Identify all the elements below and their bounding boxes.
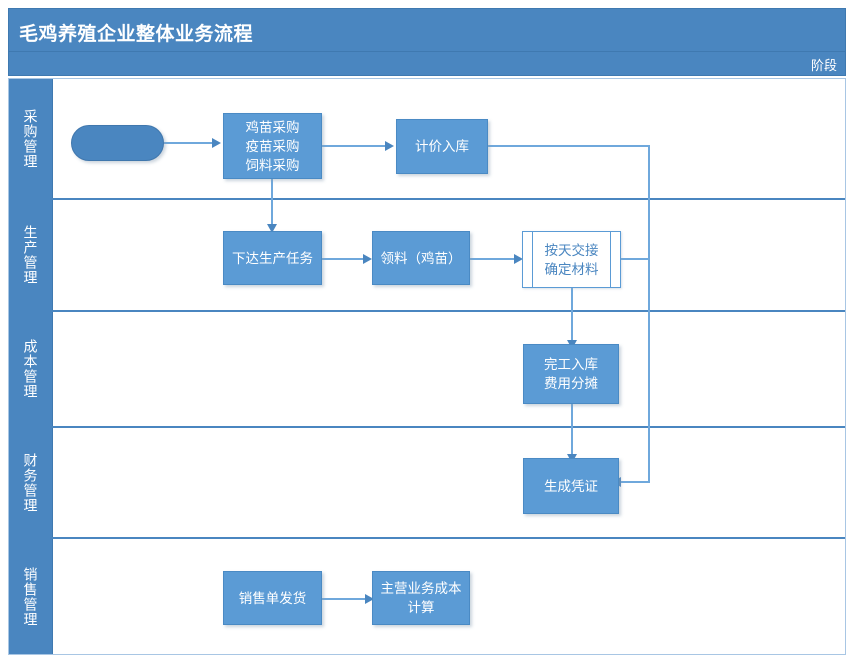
lane-header-cost: 成本管理 (9, 312, 53, 426)
node-purchase-label: 鸡苗采购 疫苗采购 饲料采购 (245, 119, 300, 173)
node-main-cost-calc[interactable]: 主营业务成本 计算 (372, 571, 470, 625)
connector-shipment-to-costcalc (322, 598, 366, 600)
node-purchase[interactable]: 鸡苗采购 疫苗采购 饲料采购 (223, 113, 322, 179)
arrowhead-issue-to-pick (363, 254, 372, 264)
phase-label: 阶段 (810, 58, 837, 73)
page-title: 毛鸡养殖企业整体业务流程 (19, 24, 254, 45)
node-valuation-in[interactable]: 计价入库 (396, 119, 488, 174)
connector-handover-to-finish (571, 288, 573, 344)
connector-issue-to-pick (322, 258, 364, 260)
connector-right-bus (648, 145, 650, 482)
lane-header-purchasing: 采购管理 (9, 79, 53, 198)
swimlane-purchasing: 采购管理 (9, 79, 845, 200)
swimlane-finance: 财务管理 (9, 428, 845, 539)
lane-label-finance: 财务管理 (22, 452, 39, 513)
lane-header-finance: 财务管理 (9, 428, 53, 537)
node-valuation-in-label: 计价入库 (415, 139, 469, 154)
arrowhead-shipment-to-costcalc (365, 594, 374, 604)
node-generate-voucher-label: 生成凭证 (544, 478, 598, 494)
node-finish-in-apportion-label: 完工入库 费用分摊 (544, 357, 598, 391)
arrowhead-pick-to-handover (514, 254, 523, 264)
node-issue-task[interactable]: 下达生产任务 (223, 231, 322, 285)
connector-purchase-to-issue-task (271, 178, 273, 228)
node-main-cost-calc-label: 主营业务成本 计算 (380, 581, 462, 615)
lane-label-purchasing: 采购管理 (22, 108, 39, 169)
node-sales-shipment-label: 销售单发货 (238, 590, 307, 606)
phase-bar: 阶段 (8, 52, 846, 76)
swimlane-cost: 成本管理 (9, 312, 845, 428)
lane-header-production: 生产管理 (9, 200, 53, 310)
arrowhead-purchase-to-issue-task (267, 224, 277, 233)
connector-finish-to-voucher (571, 404, 573, 458)
swimlane-production: 生产管理 (9, 200, 845, 312)
connector-purchase-to-valuation (322, 145, 386, 147)
connector-start-to-purchase (164, 142, 214, 144)
node-daily-handover-label: 按天交接 确定材料 (544, 242, 599, 277)
node-daily-handover[interactable]: 按天交接 确定材料 (522, 231, 621, 288)
connector-valuation-to-bus (488, 145, 650, 147)
node-pick-material-label: 领料（鸡苗） (380, 250, 462, 266)
diagram-title-bar: 毛鸡养殖企业整体业务流程 (8, 8, 846, 52)
node-generate-voucher[interactable]: 生成凭证 (523, 458, 619, 514)
connector-bus-to-voucher (620, 481, 650, 483)
arrowhead-start-to-purchase (212, 138, 221, 148)
node-sales-shipment[interactable]: 销售单发货 (223, 571, 322, 625)
connector-handover-to-bus (621, 258, 650, 260)
swimlane-sales: 销售管理 (9, 539, 845, 654)
connector-pick-to-handover (470, 258, 515, 260)
node-finish-in-apportion[interactable]: 完工入库 费用分摊 (523, 344, 619, 404)
lane-label-sales: 销售管理 (22, 566, 39, 627)
arrowhead-purchase-to-valuation (385, 141, 394, 151)
lane-header-sales: 销售管理 (9, 539, 53, 654)
node-start[interactable] (71, 125, 164, 161)
node-pick-material[interactable]: 领料（鸡苗） (372, 231, 470, 285)
lane-label-production: 生产管理 (22, 225, 39, 285)
node-issue-task-label: 下达生产任务 (232, 250, 313, 266)
swimlane-frame: 采购管理 生产管理 成本管理 财务管理 销售管理 (8, 78, 846, 655)
lane-label-cost: 成本管理 (22, 339, 39, 399)
